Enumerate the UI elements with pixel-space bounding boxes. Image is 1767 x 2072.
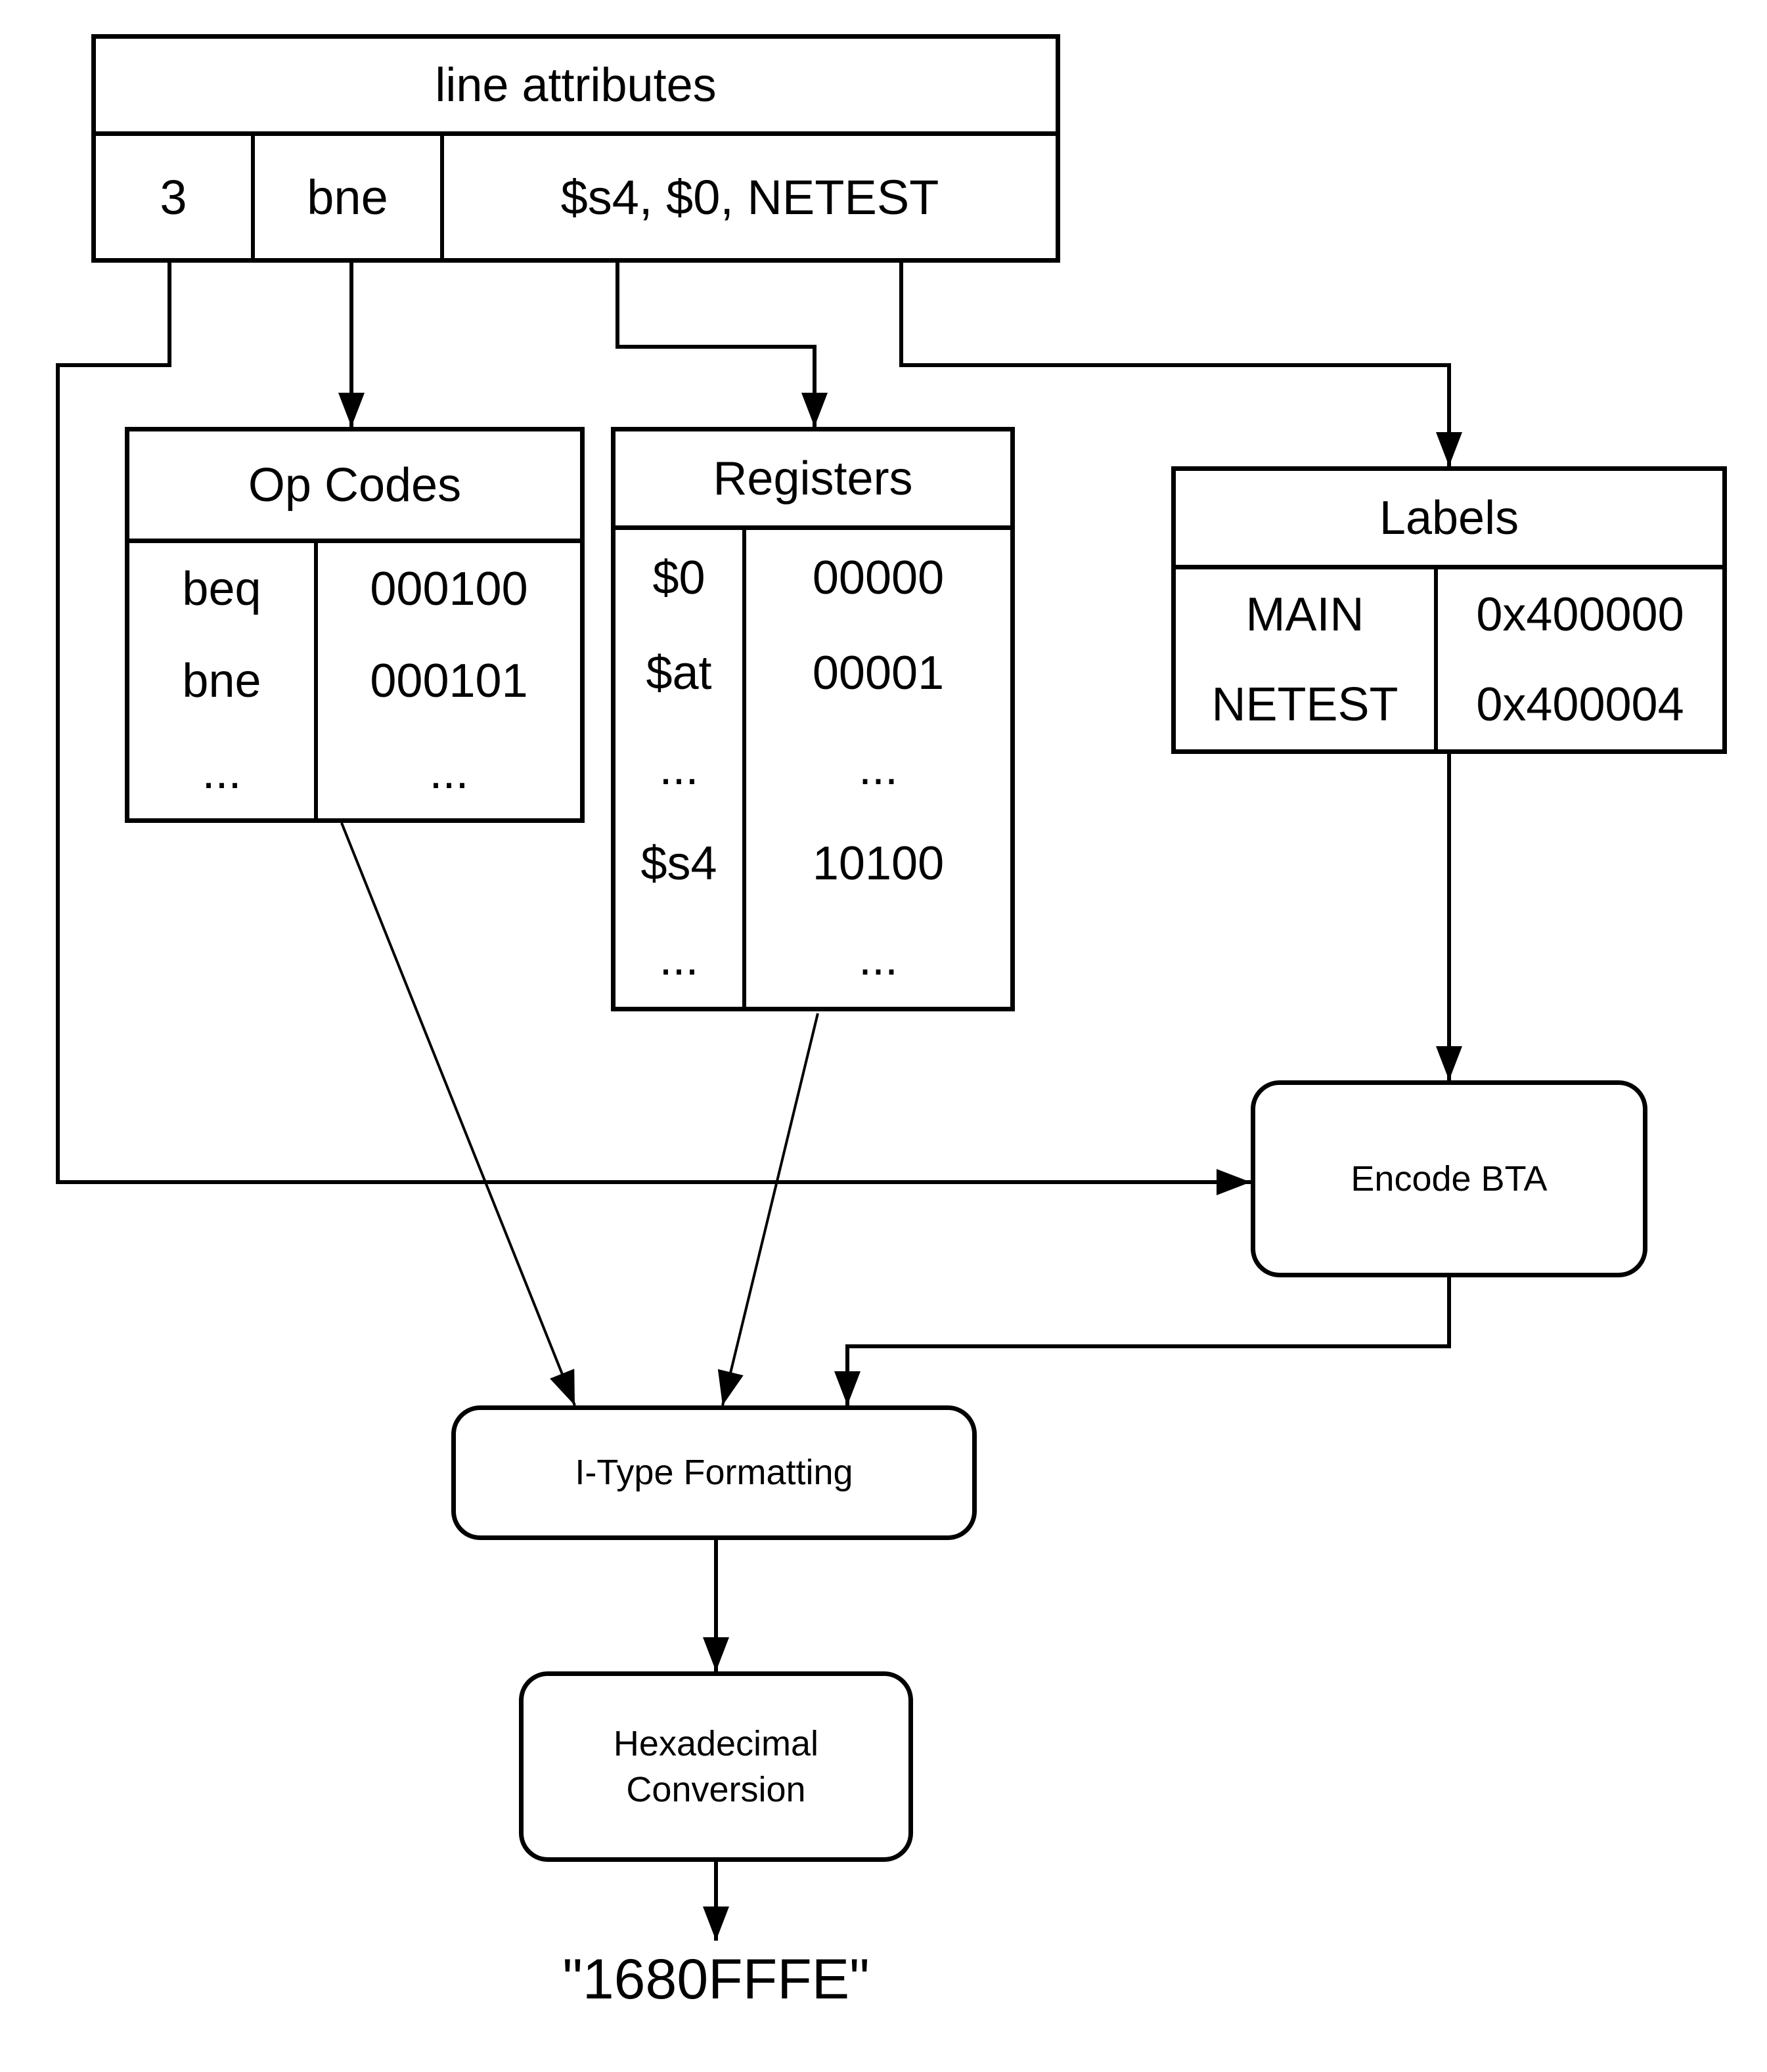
arrow-encode-bta-to-itype (834, 1277, 1451, 1405)
label-name-cell: NETEST (1211, 678, 1398, 731)
label-address-cell: 0x400000 (1476, 588, 1684, 641)
label-address-cell: 0x400004 (1476, 678, 1684, 731)
itype-formatting-box: I-Type Formatting (451, 1405, 977, 1540)
arrow-operands-to-labels (899, 263, 1462, 466)
labels-title: Labels (1176, 471, 1722, 569)
register-name-cell: $at (646, 646, 712, 699)
op-codes-title: Op Codes (129, 431, 580, 543)
arrow-opcodes-to-itype (340, 822, 576, 1406)
line-attributes-title: line attributes (96, 39, 1056, 136)
registers-title: Registers (615, 431, 1010, 530)
register-binary-cell: ... (858, 933, 898, 986)
arrow-operands-to-registers (615, 263, 828, 427)
register-binary-cell: 00001 (812, 646, 945, 699)
itype-formatting-label: I-Type Formatting (575, 1453, 853, 1493)
register-binary-cell: 10100 (812, 837, 945, 891)
op-code-binary-cell: ... (429, 746, 469, 799)
arrow-linenumber-to-encode-bta (56, 263, 1251, 1195)
op-code-binary-cell: 000100 (370, 562, 528, 615)
register-name-cell: ... (659, 742, 699, 795)
op-code-binary-cell: 000101 (370, 654, 528, 707)
labels-table: Labels MAIN NETEST 0x400000 0x400004 (1171, 466, 1727, 754)
line-attributes-row: 3 bne $s4, $0, NETEST (96, 136, 1056, 258)
hex-conversion-label: Hexadecimal Conversion (613, 1723, 819, 1809)
mnemonic-cell: bne (251, 136, 440, 258)
operands-cell: $s4, $0, NETEST (440, 136, 1056, 258)
register-binary-cell: 00000 (812, 551, 945, 604)
register-name-cell: $s4 (640, 837, 717, 891)
op-code-mnemonic-cell: bne (182, 654, 261, 707)
arrow-registers-to-itype (717, 1013, 819, 1406)
register-name-cell: $0 (652, 551, 705, 604)
op-codes-table: Op Codes beq bne ... 000100 000101 ... (125, 427, 585, 823)
op-code-mnemonic-cell: ... (202, 746, 242, 799)
line-number-cell: 3 (160, 169, 187, 225)
register-name-cell: ... (659, 933, 699, 986)
op-code-mnemonic-cell: beq (182, 562, 261, 615)
encode-bta-label: Encode BTA (1351, 1158, 1548, 1199)
label-name-cell: MAIN (1245, 588, 1364, 641)
register-binary-cell: ... (858, 742, 898, 795)
output-hex-value: "1680FFFE" (562, 1948, 870, 2011)
encode-bta-box: Encode BTA (1251, 1080, 1647, 1277)
line-attributes-table: line attributes 3 bne $s4, $0, NETEST (91, 34, 1060, 263)
hex-conversion-box: Hexadecimal Conversion (519, 1671, 913, 1862)
registers-table: Registers $0 $at ... $s4 ... 00000 00001… (611, 427, 1015, 1011)
